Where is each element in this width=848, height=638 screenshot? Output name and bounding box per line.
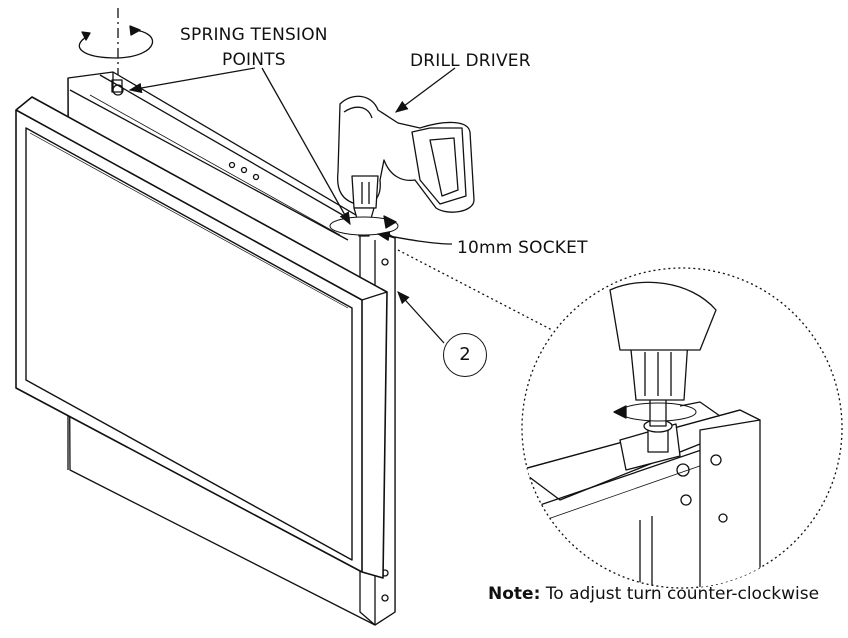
detail-zoom bbox=[521, 267, 843, 589]
spring-tension-label-line2: POINTS bbox=[222, 50, 286, 70]
leader-lines bbox=[128, 67, 553, 344]
display-screen bbox=[15, 96, 388, 579]
note-text: To adjust turn counter-clockwise bbox=[540, 584, 820, 604]
drill-driver-label: DRILL DRIVER bbox=[410, 51, 531, 71]
socket-label: 10mm SOCKET bbox=[457, 238, 588, 258]
rotation-indicator bbox=[78, 8, 153, 82]
note-prefix: Note: bbox=[488, 584, 541, 604]
adjustment-note: Note: To adjust turn counter-clockwise bbox=[488, 584, 819, 604]
spring-tension-label-line1: SPRING TENSION bbox=[180, 25, 328, 45]
callout-number: 2 bbox=[443, 333, 487, 377]
drill-driver bbox=[329, 95, 475, 237]
